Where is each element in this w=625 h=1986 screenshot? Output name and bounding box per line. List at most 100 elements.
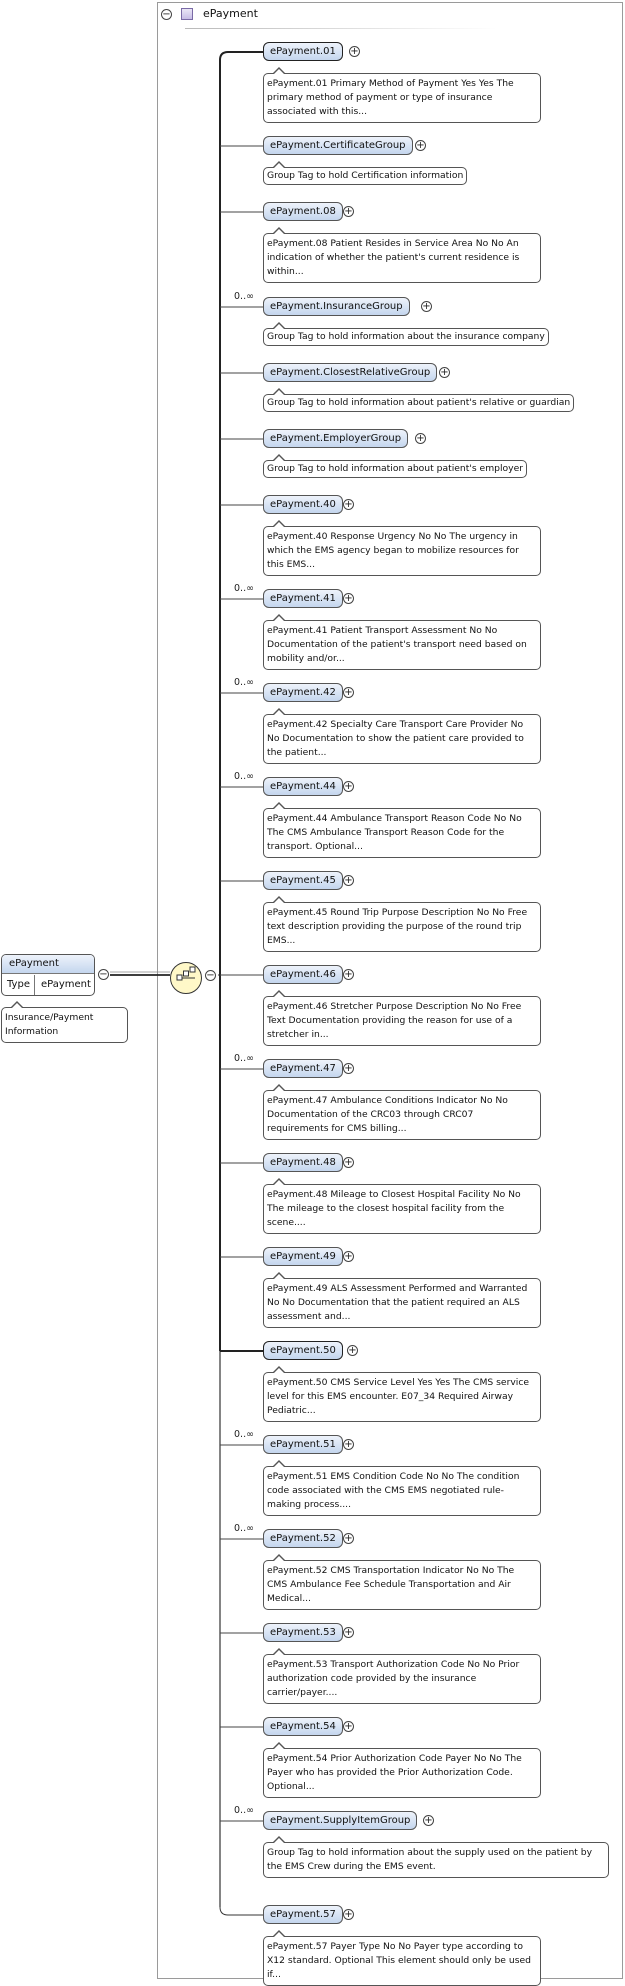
expand-icon[interactable]: +	[343, 1721, 354, 1732]
root-element-box[interactable]: ePayment Type ePayment	[1, 954, 95, 996]
expand-icon[interactable]: +	[343, 1251, 354, 1262]
annotation-text: ePayment.01 Primary Method of Payment Ye…	[267, 78, 514, 117]
element-node[interactable]: ePayment.51	[263, 1435, 343, 1454]
annotation-text: ePayment.46 Stretcher Purpose Descriptio…	[267, 1001, 522, 1040]
expand-icon[interactable]: +	[421, 301, 432, 312]
expand-icon[interactable]: +	[415, 433, 426, 444]
annotation-pointer	[272, 1272, 286, 1280]
expand-icon[interactable]: +	[343, 687, 354, 698]
annotation-pointer	[272, 1554, 286, 1562]
annotation-box: ePayment.44 Ambulance Transport Reason C…	[263, 802, 541, 858]
annotation-pointer	[272, 227, 286, 235]
frame-title: ePayment	[203, 7, 258, 20]
annotation-pointer	[272, 802, 286, 810]
annotation-text: ePayment.50 CMS Service Level Yes Yes Th…	[267, 1377, 530, 1416]
expand-icon[interactable]: +	[343, 1909, 354, 1920]
expand-icon[interactable]: +	[347, 1345, 358, 1356]
expand-icon[interactable]: +	[343, 1533, 354, 1544]
expand-icon[interactable]: +	[343, 499, 354, 510]
root-collapse-icon[interactable]: −	[98, 969, 109, 980]
element-node[interactable]: ePayment.CertificateGroup	[263, 136, 413, 155]
annotation-box: ePayment.42 Specialty Care Transport Car…	[263, 708, 541, 764]
root-type-label: Type	[2, 975, 35, 995]
element-node[interactable]: ePayment.SupplyItemGroup	[263, 1811, 418, 1830]
annotation-text: ePayment.53 Transport Authorization Code…	[267, 1659, 520, 1698]
element-node[interactable]: ePayment.ClosestRelativeGroup	[263, 363, 438, 382]
element-node[interactable]: ePayment.53	[263, 1623, 343, 1642]
root-annotation-text: Insurance/Payment Information	[5, 1012, 94, 1037]
element-node[interactable]: ePayment.49	[263, 1247, 343, 1266]
occurrence-label: 0..∞	[234, 677, 254, 688]
annotation-pointer	[272, 520, 286, 528]
expand-icon[interactable]: +	[343, 969, 354, 980]
element-node[interactable]: ePayment.41	[263, 589, 343, 608]
annotation-box: Group Tag to hold information about the …	[263, 322, 549, 346]
element-node[interactable]: ePayment.EmployerGroup	[263, 429, 409, 448]
occurrence-label: 0..∞	[234, 1429, 254, 1440]
element-node[interactable]: ePayment.47	[263, 1059, 343, 1078]
annotation-pointer	[10, 1001, 24, 1009]
expand-icon[interactable]: +	[343, 781, 354, 792]
annotation-pointer	[272, 990, 286, 998]
annotation-text: Group Tag to hold information about pati…	[267, 463, 524, 474]
annotation-pointer	[272, 1460, 286, 1468]
occurrence-label: 0..∞	[234, 1523, 254, 1534]
element-node[interactable]: ePayment.52	[263, 1529, 343, 1548]
annotation-pointer	[272, 322, 286, 330]
annotation-box: ePayment.01 Primary Method of Payment Ye…	[263, 67, 541, 123]
annotation-pointer	[272, 1836, 286, 1844]
expand-icon[interactable]: +	[343, 875, 354, 886]
expand-icon[interactable]: +	[343, 593, 354, 604]
expand-icon[interactable]: +	[415, 140, 426, 151]
element-node[interactable]: ePayment.40	[263, 495, 343, 514]
expand-icon[interactable]: +	[423, 1815, 434, 1826]
element-node[interactable]: ePayment.42	[263, 683, 343, 702]
annotation-pointer	[272, 388, 286, 396]
expand-icon[interactable]: +	[343, 1627, 354, 1638]
annotation-box: Group Tag to hold information about pati…	[263, 388, 575, 412]
expand-icon[interactable]: +	[439, 367, 450, 378]
header-divider	[185, 28, 497, 29]
annotation-pointer	[272, 1084, 286, 1092]
element-node[interactable]: ePayment.48	[263, 1153, 343, 1172]
annotation-text: ePayment.40 Response Urgency No No The u…	[267, 531, 519, 570]
sequence-compositor-icon	[176, 966, 196, 981]
annotation-pointer	[272, 1930, 286, 1938]
annotation-text: Group Tag to hold information about pati…	[267, 397, 571, 408]
element-node[interactable]: ePayment.08	[263, 202, 343, 221]
collapse-icon[interactable]: −	[161, 9, 172, 20]
annotation-text: ePayment.51 EMS Condition Code No No The…	[267, 1471, 520, 1510]
element-node[interactable]: ePayment.57	[263, 1905, 343, 1924]
element-node[interactable]: ePayment.44	[263, 777, 343, 796]
annotation-pointer	[272, 1742, 286, 1750]
sequence-collapse-icon[interactable]: −	[205, 970, 216, 981]
complex-type-icon	[181, 8, 193, 20]
occurrence-label: 0..∞	[234, 583, 254, 594]
annotation-box: ePayment.57 Payer Type No No Payer type …	[263, 1930, 541, 1986]
annotation-pointer	[272, 1648, 286, 1656]
expand-icon[interactable]: +	[343, 206, 354, 217]
annotation-text: ePayment.08 Patient Resides in Service A…	[267, 238, 520, 277]
root-annotation: Insurance/Payment Information	[1, 1001, 128, 1043]
element-node[interactable]: ePayment.50	[263, 1341, 343, 1360]
expand-icon[interactable]: +	[343, 1157, 354, 1168]
expand-icon[interactable]: +	[349, 46, 360, 57]
annotation-box: Group Tag to hold information about pati…	[263, 454, 528, 478]
annotation-text: ePayment.44 Ambulance Transport Reason C…	[267, 813, 522, 852]
expand-icon[interactable]: +	[343, 1439, 354, 1450]
annotation-pointer	[272, 708, 286, 716]
element-node[interactable]: ePayment.InsuranceGroup	[263, 297, 410, 316]
element-node[interactable]: ePayment.01	[263, 42, 343, 61]
sequence-compositor[interactable]	[170, 962, 202, 994]
branch-connector	[219, 1906, 263, 1916]
element-node[interactable]: ePayment.46	[263, 965, 343, 984]
expand-icon[interactable]: +	[343, 1063, 354, 1074]
annotation-box: Group Tag to hold Certification informat…	[263, 161, 468, 185]
annotation-pointer	[272, 614, 286, 622]
annotation-text: ePayment.54 Prior Authorization Code Pay…	[267, 1753, 522, 1792]
element-node[interactable]: ePayment.54	[263, 1717, 343, 1736]
annotation-text: ePayment.45 Round Trip Purpose Descripti…	[267, 907, 528, 946]
annotation-box: ePayment.50 CMS Service Level Yes Yes Th…	[263, 1366, 541, 1422]
element-node[interactable]: ePayment.45	[263, 871, 343, 890]
